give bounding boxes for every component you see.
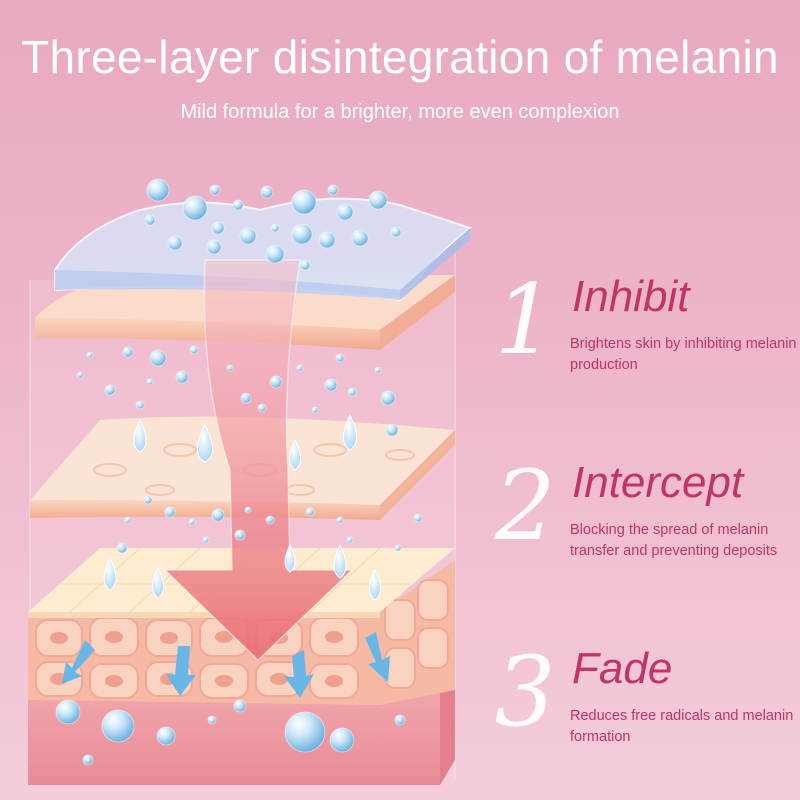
penetration-arrow [163,259,354,662]
step-number: 2 [494,450,556,562]
step-number: 3 [494,636,556,748]
step-title: Intercept [572,458,744,507]
step-fade: 3 Fade Reduces free radicals and melanin… [490,642,800,792]
step-description: Reduces free radicals and melanin format… [570,708,794,745]
step-inhibit: 1 Inhibit Brightens skin by inhibiting m… [490,270,800,420]
step-intercept: 2 Intercept Blocking the spread of melan… [490,456,800,606]
page-subtitle: Mild formula for a brighter, more even c… [180,101,620,123]
step-number: 1 [494,264,556,376]
serum-bubbles [55,178,423,766]
step-description: Blocking the spread of melanin transfer … [570,522,778,559]
diffusion-arrows [62,632,390,698]
step-description: Brightens skin by inhibiting melanin pro… [570,336,797,373]
step-title: Fade [572,644,673,693]
skin-layers-illustration [27,178,473,785]
page-title: Three-layer disintegration of melanin [21,31,779,83]
step-title: Inhibit [572,272,690,321]
droplets [103,413,381,601]
dermis-layer [27,660,455,785]
